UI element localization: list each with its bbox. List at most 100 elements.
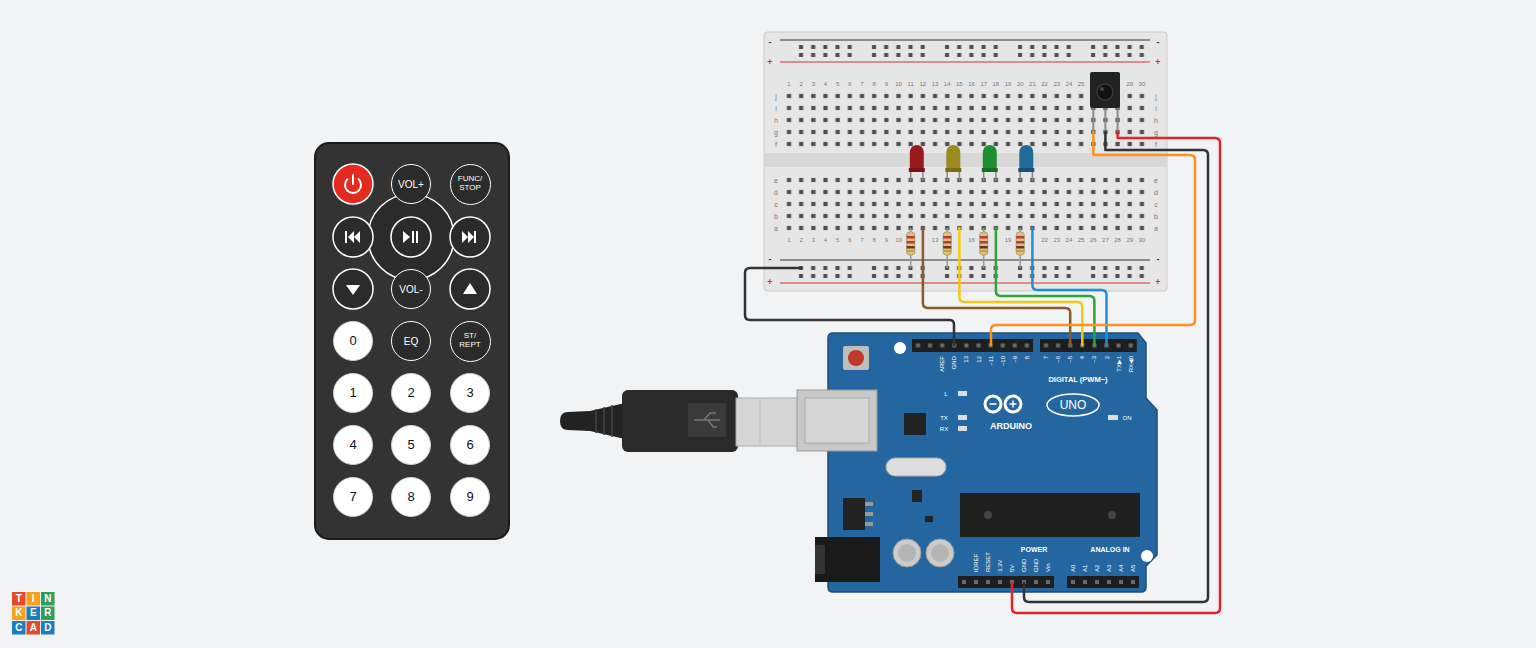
arduino-board bbox=[958, 576, 1054, 588]
arduino-board bbox=[990, 403, 997, 405]
column-number: 8 bbox=[873, 81, 876, 87]
jumper-wire bbox=[1012, 132, 1220, 613]
remote-icon-button bbox=[333, 269, 373, 309]
board-marking: ARDUINO bbox=[990, 422, 1032, 431]
resistor-symbol bbox=[980, 236, 988, 239]
brand-logo bbox=[12, 592, 26, 606]
arduino-board bbox=[984, 511, 992, 519]
pin-label: 2 bbox=[1104, 356, 1110, 359]
row-letter: d bbox=[774, 189, 778, 196]
column-number: 7 bbox=[860, 237, 863, 243]
remote-icon-button bbox=[474, 231, 476, 243]
column-number: 16 bbox=[968, 237, 975, 243]
jumper-wire bbox=[1032, 228, 1106, 345]
breadboard bbox=[780, 260, 1150, 261]
usb-cable bbox=[611, 405, 613, 437]
jumper-wire bbox=[991, 132, 1195, 345]
pin-label: 4 bbox=[1079, 356, 1085, 359]
arduino-board bbox=[848, 350, 864, 366]
resistor-symbol bbox=[1016, 232, 1024, 255]
remote-button: 3 bbox=[450, 373, 490, 413]
led bbox=[1018, 168, 1034, 172]
arduino-board bbox=[1040, 339, 1137, 352]
button-label: 4 bbox=[349, 438, 356, 452]
resistor-symbol bbox=[980, 241, 988, 244]
arduino-board bbox=[894, 342, 906, 354]
arduino-board bbox=[815, 545, 825, 574]
remote-button: EQ bbox=[391, 321, 431, 361]
remote-icon-button bbox=[463, 283, 477, 294]
column-number: 3 bbox=[812, 81, 815, 87]
jumper-wire bbox=[996, 228, 1095, 345]
rail-polarity-mark: - bbox=[1157, 255, 1160, 264]
resistor-symbol bbox=[907, 228, 1024, 268]
column-number: 9 bbox=[885, 81, 888, 87]
column-number: 30 bbox=[1139, 81, 1146, 87]
ir-receiver bbox=[1100, 87, 1104, 91]
arduino-board bbox=[865, 512, 873, 516]
column-number: 12 bbox=[920, 81, 927, 87]
remote-icon-button bbox=[391, 217, 431, 257]
brand-logo bbox=[27, 592, 41, 606]
button-label: 1 bbox=[349, 386, 356, 400]
remote-button: VOL+ bbox=[391, 164, 431, 204]
pin-label: ~9 bbox=[1012, 356, 1018, 363]
breadboard bbox=[764, 32, 1167, 291]
ir-receiver bbox=[1117, 106, 1119, 132]
column-number: 11 bbox=[908, 81, 914, 87]
pin-label: IOREF bbox=[973, 554, 979, 572]
column-number: 24 bbox=[1066, 237, 1073, 243]
pin-label: ~10 bbox=[1000, 356, 1006, 366]
pin-label: ~5 bbox=[1067, 356, 1073, 363]
arduino-board bbox=[898, 544, 916, 562]
column-number: 26 bbox=[1090, 237, 1097, 243]
button-label: VOL- bbox=[399, 284, 422, 295]
remote-button: 1 bbox=[333, 373, 373, 413]
remote-icon-button bbox=[462, 231, 474, 243]
board-heading: DIGITAL (PWM~) bbox=[1048, 376, 1107, 384]
arduino-board bbox=[1141, 550, 1153, 562]
brand-logo-letter: D bbox=[44, 623, 51, 633]
rail-polarity-mark: + bbox=[1155, 278, 1160, 287]
column-number: 18 bbox=[993, 81, 1000, 87]
led bbox=[982, 168, 998, 172]
remote-button: 2 bbox=[391, 373, 431, 413]
breadboard bbox=[764, 32, 1167, 291]
arduino-board bbox=[1067, 576, 1139, 588]
remote-button: 5 bbox=[391, 425, 431, 465]
brand-logo bbox=[12, 607, 26, 621]
remote-icon-button bbox=[352, 175, 354, 184]
led bbox=[910, 145, 924, 172]
arduino-board bbox=[912, 339, 1033, 352]
row-letter: j bbox=[1155, 93, 1157, 100]
column-number: 17 bbox=[980, 81, 987, 87]
row-letter: e bbox=[1154, 177, 1158, 184]
pin-label: A2 bbox=[1094, 565, 1100, 572]
row-letter: i bbox=[775, 105, 777, 112]
jumper-wire bbox=[745, 132, 1220, 613]
column-number: 29 bbox=[1126, 237, 1133, 243]
column-number: 1 bbox=[787, 81, 790, 87]
column-number: 6 bbox=[848, 237, 851, 243]
arduino-board bbox=[1012, 401, 1014, 408]
remote-icon-button bbox=[412, 231, 414, 243]
resistor-symbol bbox=[907, 236, 915, 239]
resistor-symbol bbox=[980, 232, 988, 255]
resistor-symbol bbox=[907, 250, 915, 252]
button-label: 8 bbox=[407, 490, 414, 504]
brand-logo bbox=[41, 607, 55, 621]
button-label: VOL+ bbox=[398, 179, 424, 190]
column-number: 23 bbox=[1053, 81, 1060, 87]
resistor-symbol bbox=[1016, 241, 1024, 244]
arduino-board bbox=[1108, 415, 1118, 420]
button-label: 7 bbox=[349, 490, 356, 504]
brand-logo bbox=[12, 621, 26, 635]
button-label: EQ bbox=[404, 336, 418, 347]
arduino-board bbox=[960, 493, 1140, 537]
row-letter: h bbox=[1154, 117, 1158, 124]
row-letter: d bbox=[1154, 189, 1158, 196]
column-number: 20 bbox=[1017, 81, 1024, 87]
led bbox=[909, 145, 1035, 181]
row-letter: i bbox=[1155, 105, 1157, 112]
